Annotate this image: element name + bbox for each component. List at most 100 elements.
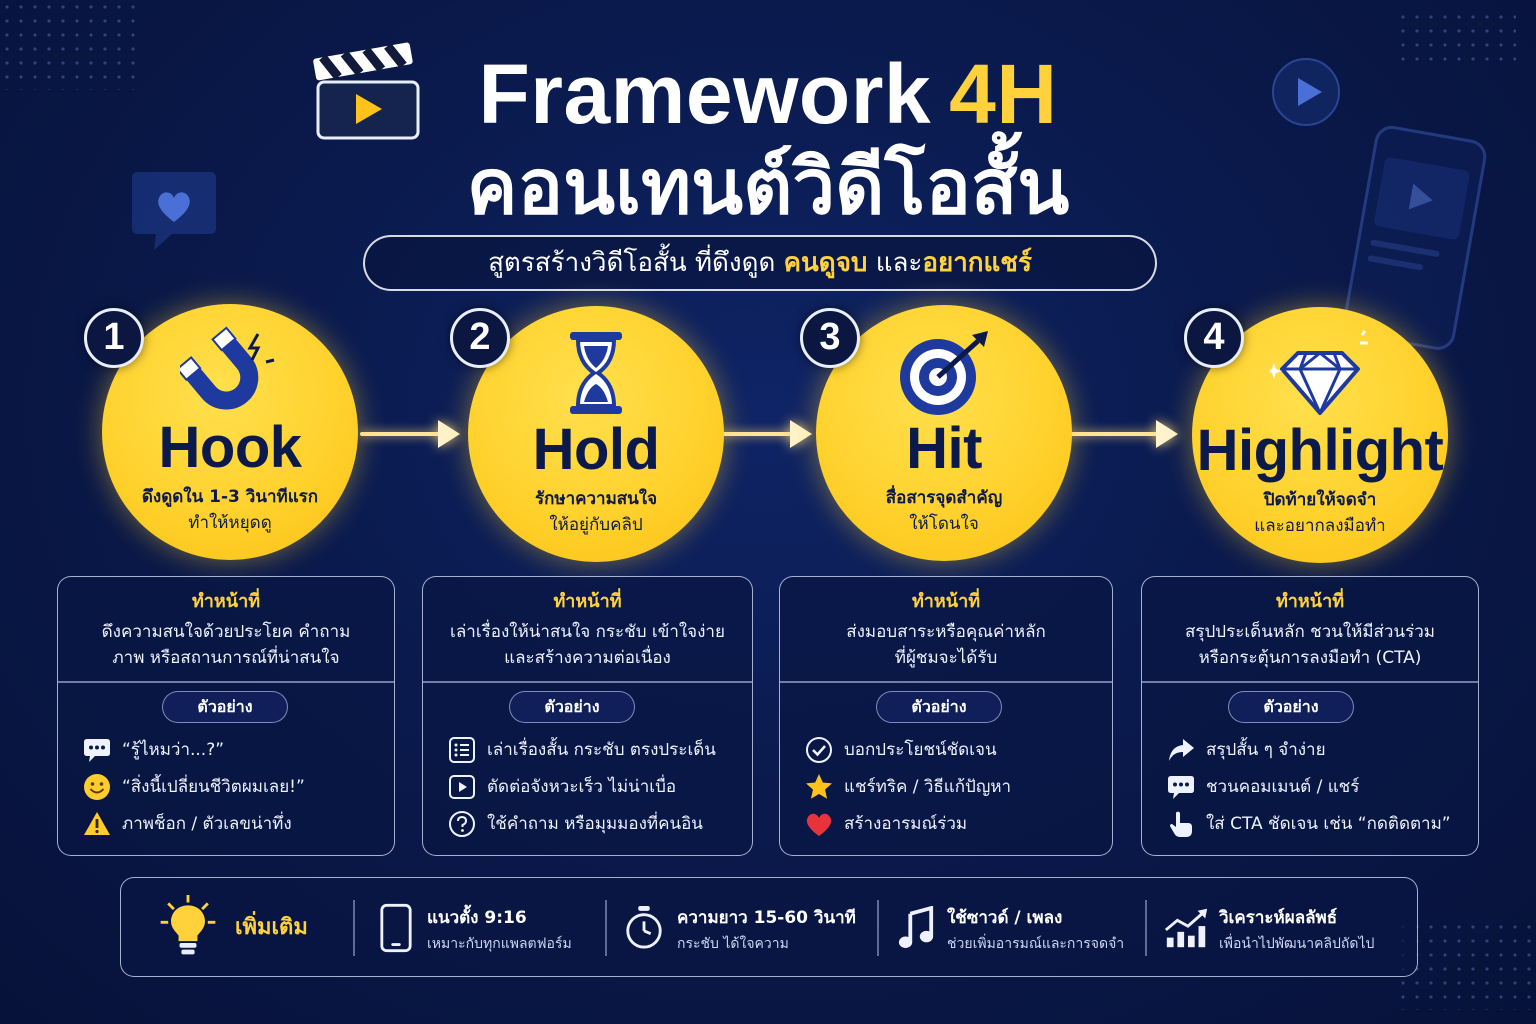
example-text: ใช้คำถาม หรือมุมมองที่คนอิน bbox=[487, 814, 703, 834]
example-pill: ตัวอย่าง bbox=[162, 691, 288, 723]
step-circle-hold: Hold รักษาความสนใจ ให้อยู่กับคลิป bbox=[468, 306, 724, 562]
extra-subtitle: เพื่อนำไปพัฒนาคลิปถัดไป bbox=[1219, 936, 1375, 952]
card-divider bbox=[780, 681, 1112, 683]
card-role-text: เล่าเรื่องให้น่าสนใจ กระชับ เข้าใจง่าย แ… bbox=[423, 619, 752, 671]
example-text: สร้างอารมณ์ร่วม bbox=[844, 814, 968, 834]
card-role-label: ทำหน้าที่ bbox=[911, 591, 981, 612]
phone-icon bbox=[380, 903, 412, 953]
smartphone-icon bbox=[1343, 125, 1487, 350]
step-description: รักษาความสนใจ ให้อยู่กับคลิป bbox=[468, 486, 724, 538]
card-role-line1: เล่าเรื่องให้น่าสนใจ กระชับ เข้าใจง่าย bbox=[450, 622, 725, 642]
step-desc-line1: สื่อสารจุดสำคัญ bbox=[885, 488, 1003, 508]
step-desc-line2: ให้โดนใจ bbox=[909, 514, 979, 534]
step-desc-line2: ให้อยู่กับคลิป bbox=[549, 515, 643, 535]
step-name: Hold bbox=[532, 417, 660, 482]
extra-title: แนวตั้ง 9:16 bbox=[427, 908, 527, 928]
step-name: Highlight bbox=[1196, 418, 1444, 483]
divider bbox=[877, 900, 879, 956]
example-text: “สิ่งนี้เปลี่ยนชีวิตผมเลย!” bbox=[122, 777, 305, 797]
example-text: บอกประโยชน์ชัดเจน bbox=[844, 740, 997, 760]
subtitle-prefix: สูตรสร้างวิดีโอสั้น ที่ดึงดูด bbox=[488, 248, 776, 278]
main-title-line2: คอนเทนต์วิดีโอสั้น bbox=[466, 145, 1070, 230]
card-role-line2: ภาพ หรือสถานการณ์ที่น่าสนใจ bbox=[112, 648, 340, 668]
example-pill: ตัวอย่าง bbox=[876, 691, 1002, 723]
example-text: ใส่ CTA ชัดเจน เช่น “กดติดตาม” bbox=[1206, 814, 1451, 834]
growth-chart-icon bbox=[1164, 908, 1208, 948]
star-icon bbox=[806, 774, 832, 799]
clapperboard-icon bbox=[313, 42, 420, 140]
card-role-line1: ดึงความสนใจด้วยประโยค คำถาม bbox=[101, 622, 351, 642]
pointer-hand-icon bbox=[1170, 811, 1192, 837]
subtitle-connector: และ bbox=[875, 248, 923, 278]
subtitle-highlight-2: อยากแชร์ bbox=[922, 248, 1032, 278]
extra-title: ความยาว 15-60 วินาที bbox=[677, 908, 856, 928]
flow-arrow bbox=[360, 420, 460, 448]
extra-subtitle: กระชับ ได้ใจความ bbox=[677, 936, 789, 952]
example-pill: ตัวอย่าง bbox=[509, 691, 635, 723]
step-name: Hook bbox=[158, 415, 303, 480]
share-arrow-icon bbox=[1169, 739, 1194, 761]
step-number-badge: 1 bbox=[84, 308, 144, 368]
example-pill: ตัวอย่าง bbox=[1228, 691, 1354, 723]
card-role-line1: ส่งมอบสาระหรือคุณค่าหลัก bbox=[846, 622, 1046, 642]
step-circle-hook: Hook ดึงดูดใน 1-3 วินาทีแรก ทำให้หยุดดู bbox=[102, 304, 358, 560]
background-dots bbox=[1396, 920, 1536, 1010]
title-highlight-text: 4H bbox=[949, 47, 1058, 141]
extra-subtitle: ช่วยเพิ่มอารมณ์และการจดจำ bbox=[947, 936, 1125, 952]
step-name: Hit bbox=[906, 416, 982, 481]
step-description: ปิดท้ายให้จดจำ และอยากลงมือทำ bbox=[1192, 487, 1448, 539]
step-card-hook: ทำหน้าที่ ดึงความสนใจด้วยประโยค คำถาม ภา… bbox=[57, 576, 395, 856]
comment-icon bbox=[1168, 776, 1194, 799]
card-role-line1: สรุปประเด็นหลัก ชวนให้มีส่วนร่วม bbox=[1185, 622, 1435, 642]
background-dots bbox=[1396, 10, 1516, 70]
subtitle-pill: สูตรสร้างวิดีโอสั้น ที่ดึงดูด คนดูจบ และ… bbox=[363, 235, 1157, 291]
card-role-label: ทำหน้าที่ bbox=[553, 591, 622, 612]
step-number-badge: 3 bbox=[800, 308, 860, 368]
step-description: สื่อสารจุดสำคัญ ให้โดนใจ bbox=[816, 485, 1072, 537]
card-role-text: ดึงความสนใจด้วยประโยค คำถาม ภาพ หรือสถาน… bbox=[58, 619, 394, 671]
card-divider bbox=[58, 681, 394, 683]
extras-label: เพิ่มเติม bbox=[235, 915, 308, 940]
extra-title: วิเคราะห์ผลลัพธ์ bbox=[1219, 908, 1338, 928]
question-icon bbox=[449, 811, 475, 837]
card-role-line2: และสร้างความต่อเนื่อง bbox=[504, 648, 671, 668]
warning-icon bbox=[84, 812, 110, 835]
smiley-icon bbox=[84, 774, 110, 800]
step-number-badge: 2 bbox=[450, 308, 510, 368]
heart-icon bbox=[806, 813, 832, 836]
step-desc-line1: ดึงดูดใน 1-3 วินาทีแรก bbox=[141, 487, 319, 507]
flow-arrow bbox=[714, 420, 812, 448]
lightbulb-icon bbox=[160, 894, 216, 955]
step-circle-hit: Hit สื่อสารจุดสำคัญ ให้โดนใจ bbox=[816, 305, 1072, 561]
subtitle-highlight-1: คนดูจบ bbox=[783, 248, 868, 278]
step-desc-line1: รักษาความสนใจ bbox=[534, 489, 658, 509]
play-icon bbox=[449, 775, 475, 799]
step-card-highlight: ทำหน้าที่ สรุปประเด็นหลัก ชวนให้มีส่วนร่… bbox=[1141, 576, 1479, 856]
flow-arrow bbox=[1058, 420, 1178, 448]
card-divider bbox=[1142, 681, 1478, 683]
card-role-text: ส่งมอบสาระหรือคุณค่าหลัก ที่ผู้ชมจะได้รั… bbox=[780, 619, 1112, 671]
check-circle-icon bbox=[806, 737, 832, 763]
example-text: ภาพช็อก / ตัวเลขน่าทึ่ง bbox=[122, 814, 292, 834]
card-role-line2: ที่ผู้ชมจะได้รับ bbox=[894, 648, 998, 668]
example-text: สรุปสั้น ๆ จำง่าย bbox=[1206, 740, 1326, 760]
background-dots bbox=[0, 0, 140, 90]
card-divider bbox=[423, 681, 752, 683]
target-icon bbox=[900, 331, 988, 415]
divider bbox=[353, 900, 355, 956]
heart-bubble-icon bbox=[132, 172, 216, 250]
list-icon bbox=[449, 737, 475, 763]
hourglass-icon bbox=[570, 332, 622, 414]
extra-title: ใช้ซาวด์ / เพลง bbox=[947, 908, 1063, 928]
example-text: ชวนคอมเมนต์ / แชร์ bbox=[1206, 777, 1360, 797]
step-description: ดึงดูดใน 1-3 วินาทีแรก ทำให้หยุดดู bbox=[102, 484, 358, 536]
step-card-hold: ทำหน้าที่ เล่าเรื่องให้น่าสนใจ กระชับ เข… bbox=[422, 576, 753, 856]
divider bbox=[605, 900, 607, 956]
example-text: ตัดต่อจังหวะเร็ว ไม่น่าเบื่อ bbox=[487, 777, 677, 797]
step-card-hit: ทำหน้าที่ ส่งมอบสาระหรือคุณค่าหลัก ที่ผู… bbox=[779, 576, 1113, 856]
diamond-icon bbox=[1270, 330, 1368, 415]
extras-bar: เพิ่มเติม แนวตั้ง 9:16 เหมาะกับทุกแพลตฟอ… bbox=[120, 877, 1418, 977]
card-role-text: สรุปประเด็นหลัก ชวนให้มีส่วนร่วม หรือกระ… bbox=[1142, 619, 1478, 671]
example-text: เล่าเรื่องสั้น กระชับ ตรงประเด็น bbox=[487, 740, 716, 760]
